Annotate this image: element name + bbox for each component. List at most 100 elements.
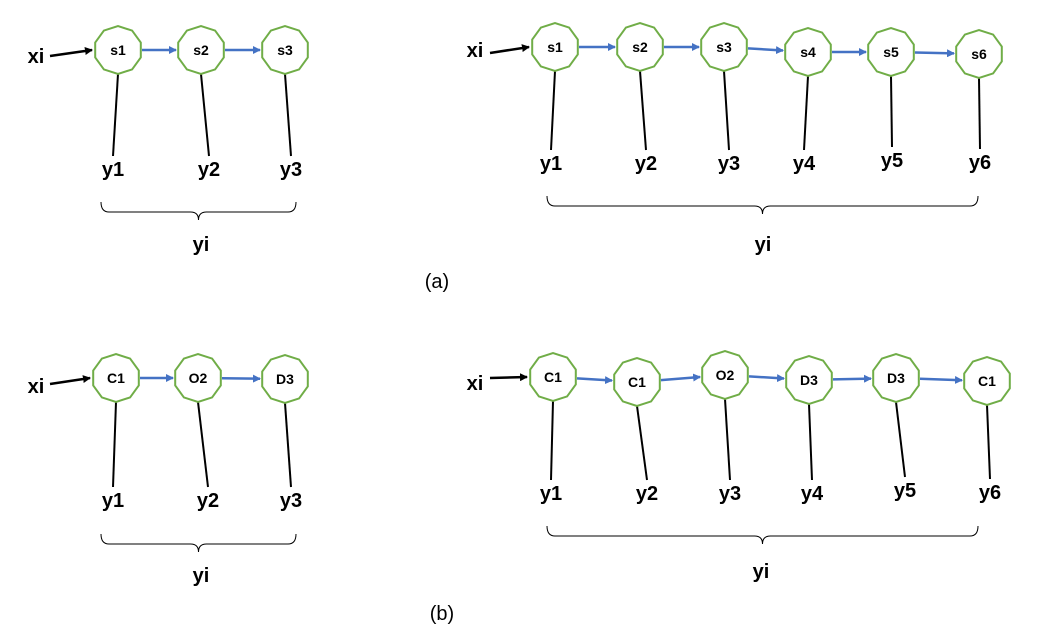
state-node-shape — [261, 24, 309, 76]
state-node: s2 — [616, 21, 664, 73]
output-label: y1 — [540, 153, 562, 175]
transition-arrow — [832, 374, 872, 383]
input-label: xi — [467, 40, 484, 62]
state-node-shape — [531, 21, 579, 73]
state-node: s4 — [784, 26, 832, 78]
state-label: D3 — [887, 370, 905, 386]
input-arrow — [49, 47, 93, 58]
emission-line — [639, 70, 647, 151]
state-label: D3 — [276, 371, 294, 387]
output-label: y3 — [280, 159, 302, 181]
output-label: y5 — [894, 480, 916, 502]
output-label: y6 — [979, 482, 1001, 504]
state-node: s3 — [700, 21, 748, 73]
state-node: C1 — [963, 355, 1011, 407]
state-node-shape — [94, 24, 142, 76]
state-node: s2 — [177, 24, 225, 76]
state-node-shape — [784, 26, 832, 78]
output-label: y5 — [881, 150, 903, 172]
output-group-label: yi — [193, 565, 210, 587]
state-node: C1 — [529, 351, 577, 403]
input-label: xi — [28, 376, 45, 398]
state-node: D3 — [785, 354, 833, 406]
state-node: s3 — [261, 24, 309, 76]
emission-line — [112, 401, 117, 488]
state-node: C1 — [613, 356, 661, 408]
input-arrow — [489, 373, 528, 382]
output-label: y3 — [719, 483, 741, 505]
state-node: s6 — [955, 28, 1003, 80]
state-node-shape — [616, 21, 664, 73]
output-label: y4 — [793, 153, 816, 175]
state-label: s1 — [110, 42, 126, 58]
state-label: C1 — [544, 369, 562, 385]
state-label: D3 — [800, 372, 818, 388]
emission-line — [808, 403, 813, 481]
output-group-brace — [100, 533, 297, 553]
transition-arrow — [914, 49, 955, 58]
output-label: y1 — [540, 483, 562, 505]
state-label: s3 — [277, 42, 293, 58]
state-node-shape — [700, 21, 748, 73]
emission-line — [636, 405, 648, 481]
state-label: s3 — [716, 39, 732, 55]
output-group-brace — [546, 195, 979, 215]
transition-arrow — [747, 46, 784, 55]
state-node: s1 — [94, 24, 142, 76]
output-group-label: yi — [753, 561, 770, 583]
output-label: y3 — [718, 153, 740, 175]
state-label: C1 — [107, 370, 125, 386]
state-label: s6 — [971, 46, 987, 62]
state-label: s5 — [883, 44, 899, 60]
transition-arrow — [576, 376, 613, 385]
emission-line — [550, 400, 554, 481]
panel-b-caption: (b) — [430, 603, 454, 625]
state-label: C1 — [978, 373, 996, 389]
state-label: C1 — [628, 374, 646, 390]
state-node-shape — [872, 352, 920, 404]
state-node-shape — [613, 356, 661, 408]
output-label: y1 — [102, 490, 124, 512]
emission-line — [197, 401, 209, 488]
state-node: D3 — [872, 352, 920, 404]
state-node-shape — [529, 351, 577, 403]
state-node: O2 — [174, 352, 222, 404]
panel-a-caption: (a) — [425, 271, 449, 293]
state-label: s1 — [547, 39, 563, 55]
output-label: y2 — [636, 483, 658, 505]
state-node-shape — [261, 353, 309, 405]
emission-line — [890, 75, 893, 148]
emission-line — [724, 398, 731, 481]
emission-line — [200, 73, 210, 157]
state-label: O2 — [716, 367, 735, 383]
output-label: y6 — [969, 152, 991, 174]
state-node-shape — [92, 352, 140, 404]
state-node-shape — [955, 28, 1003, 80]
emission-line — [978, 77, 981, 150]
input-label: xi — [28, 46, 45, 68]
output-label: y2 — [197, 490, 219, 512]
state-node-shape — [963, 355, 1011, 407]
transition-arrow — [919, 375, 963, 384]
state-node-shape — [785, 354, 833, 406]
output-label: y4 — [801, 483, 824, 505]
output-group-label: yi — [755, 234, 772, 256]
output-group-label: yi — [193, 234, 210, 256]
transition-arrow — [660, 373, 702, 382]
input-arrow — [49, 375, 91, 386]
output-label: y2 — [198, 159, 220, 181]
state-node: D3 — [261, 353, 309, 405]
state-label: O2 — [189, 370, 208, 386]
emission-line — [895, 401, 906, 478]
panel-b-right-chain: xi y1 y2 y3 y4 y5 y6 C1 C1 O2 D3 D3 C1 yi — [467, 349, 1011, 583]
output-label: y1 — [102, 159, 124, 181]
state-node: s1 — [531, 21, 579, 73]
input-label: xi — [467, 373, 484, 395]
panel-a-left-chain: xi y1 y2 y3 s1 s2 s3 yi — [28, 24, 309, 256]
emission-line — [723, 70, 730, 151]
input-arrow — [489, 44, 530, 55]
emission-line — [803, 75, 809, 151]
state-node-shape — [177, 24, 225, 76]
